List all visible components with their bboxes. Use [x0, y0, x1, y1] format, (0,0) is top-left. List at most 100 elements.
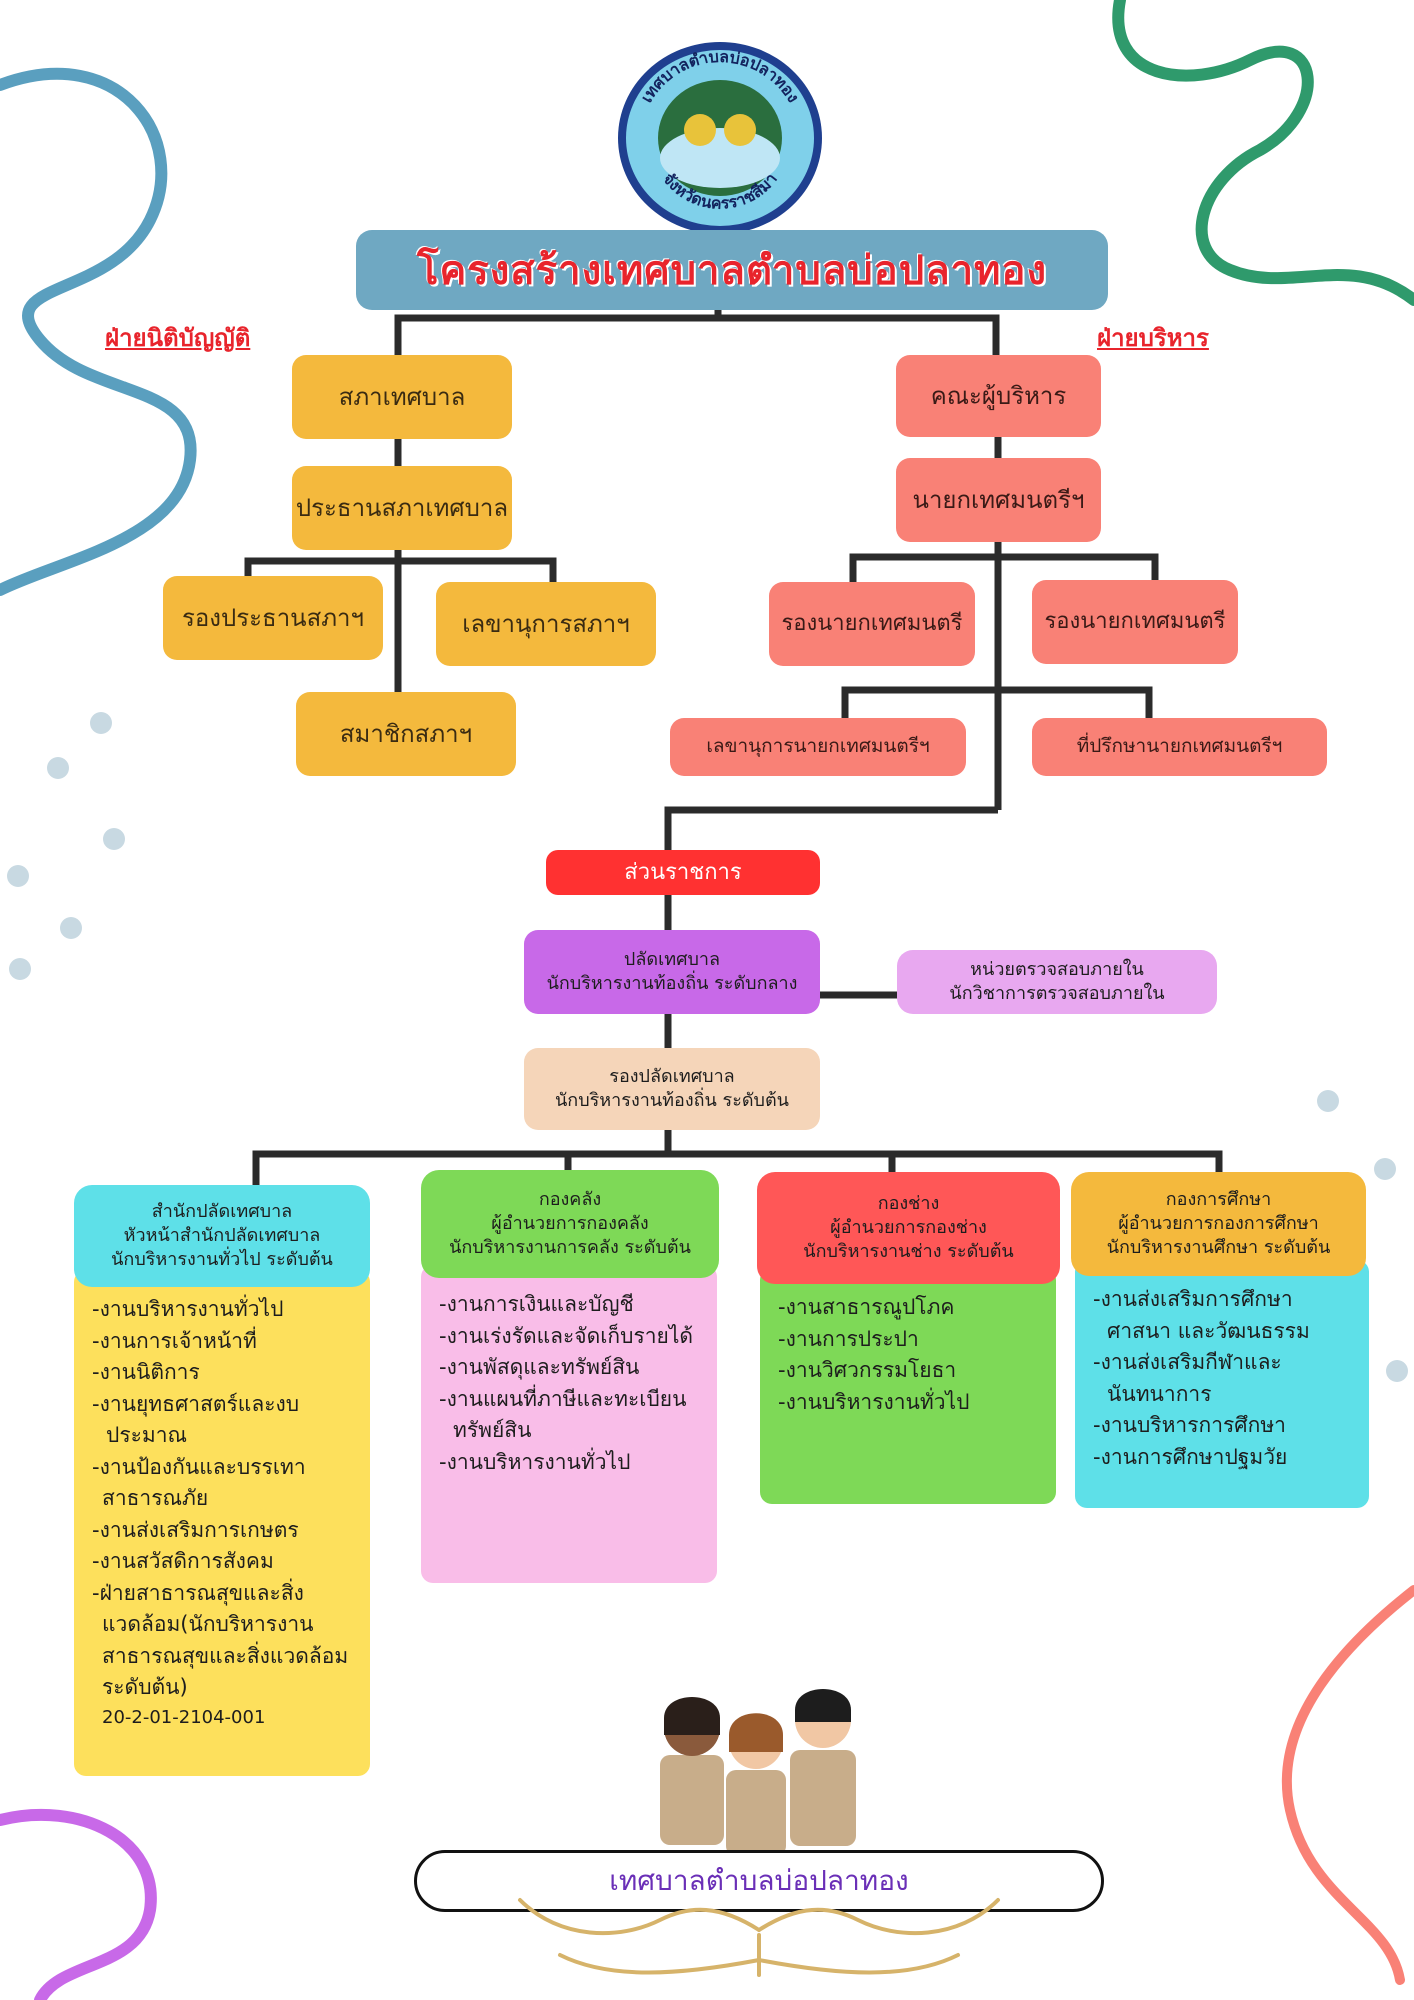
- council-chair-box: ประธานสภาเทศบาล: [292, 466, 512, 550]
- task-item: -งานพัสดุและทรัพย์สิน: [439, 1355, 640, 1379]
- staff-person-middle: [726, 1713, 786, 1856]
- task-item: ศาสนา และวัฒนธรรม: [1107, 1318, 1310, 1343]
- dept-1-head-title: หัวหน้าสำนักปลัดเทศบาล: [123, 1224, 321, 1246]
- mayor-advisor-box: ที่ปรึกษานายกเทศมนตรีฯ: [1032, 718, 1327, 776]
- executive-board-box: คณะผู้บริหาร: [896, 355, 1101, 437]
- mayor-secretary-box: เลขานุการนายกเทศมนตรีฯ: [670, 718, 966, 776]
- task-item: -งานบริหารงานทั่วไป: [439, 1449, 631, 1474]
- task-item: 20-2-01-2104-001: [102, 1706, 266, 1728]
- dept-2-name: กองคลัง: [538, 1188, 602, 1210]
- executive-board-label: คณะผู้บริหาร: [930, 381, 1067, 410]
- dept-2-head-title: ผู้อำนวยการกองคลัง: [491, 1212, 649, 1234]
- dept-4-name: กองการศึกษา: [1165, 1188, 1272, 1210]
- mayor-secretary-label: เลขานุการนายกเทศมนตรีฯ: [706, 735, 930, 758]
- task-item: -งานการศึกษาปฐมวัย: [1093, 1444, 1288, 1469]
- staff-person-left: [660, 1697, 724, 1845]
- task-item: -งานบริหารการศึกษา: [1093, 1413, 1286, 1437]
- footer-banner: เทศบาลตำบลบ่อปลาทอง: [414, 1850, 1104, 1912]
- task-item: -งานบริหารงานทั่วไป: [778, 1389, 970, 1414]
- decor-dot: [1317, 1090, 1339, 1112]
- task-item: ทรัพย์สิน: [453, 1418, 532, 1442]
- dept-1-tasks: -งานบริหารงานทั่วไป -งานการเจ้าหน้าที่ -…: [74, 1270, 370, 1776]
- deputy-mayor-2-box: รองนายกเทศมนตรี: [1032, 580, 1238, 664]
- vice-chair-box: รองประธานสภาฯ: [163, 576, 383, 660]
- decor-dot: [9, 958, 31, 980]
- task-item: -งานการประปา: [778, 1326, 919, 1351]
- task-item: ประมาณ: [106, 1423, 188, 1447]
- dept-4-head-title: ผู้อำนวยการกองการศึกษา: [1118, 1212, 1319, 1234]
- deputy-mayor-1-label: รองนายกเทศมนตรี: [781, 611, 963, 637]
- dept-4-tasks: -งานส่งเสริมการศึกษา ศาสนา และวัฒนธรรม -…: [1075, 1260, 1369, 1508]
- task-item: -ฝ่ายสาธารณสุขและสิ่ง: [92, 1580, 304, 1605]
- page-title: โครงสร้างเทศบาลตำบลบ่อปลาทอง: [417, 247, 1047, 294]
- council-box: สภาเทศบาล: [292, 355, 512, 439]
- task-item: -งานป้องกันและบรรเทา: [92, 1454, 306, 1479]
- staff-person-right: [790, 1689, 856, 1846]
- deputy-mayor-2-label: รองนายกเทศมนตรี: [1044, 609, 1226, 635]
- task-item: -งานส่งเสริมการเกษตร: [92, 1517, 299, 1542]
- municipal-clerk-rank: นักบริหารงานท้องถิ่น ระดับกลาง: [546, 973, 798, 994]
- footer-text: เทศบาลตำบลบ่อปลาทอง: [609, 1864, 909, 1897]
- council-chair-label: ประธานสภาเทศบาล: [295, 493, 509, 522]
- council-label: สภาเทศบาล: [338, 382, 466, 411]
- task-item: -งานส่งเสริมการศึกษา: [1093, 1287, 1293, 1311]
- decor-dot: [7, 865, 29, 887]
- title-banner: โครงสร้างเทศบาลตำบลบ่อปลาทอง: [356, 230, 1108, 310]
- government-section-label: ส่วนราชการ: [624, 859, 742, 885]
- dept-1-name: สำนักปลัดเทศบาล: [151, 1200, 293, 1222]
- dept-4-head-rank: นักบริหารงานศึกษา ระดับต้น: [1106, 1237, 1331, 1259]
- vice-chair-label: รองประธานสภาฯ: [182, 603, 364, 632]
- task-item: -งานสวัสดิการสังคม: [92, 1549, 274, 1573]
- decor-dot: [47, 757, 69, 779]
- internal-audit-box: หน่วยตรวจสอบภายใน นักวิชาการตรวจสอบภายใน: [897, 950, 1217, 1014]
- decor-dot: [60, 917, 82, 939]
- purple-swirl-decoration: [0, 1808, 157, 2000]
- salmon-swirl-decoration: [1281, 1585, 1414, 1985]
- municipal-clerk-title: ปลัดเทศบาล: [623, 948, 721, 970]
- legislative-label: ฝ่ายนิติบัญญัติ: [105, 323, 251, 352]
- deputy-mayor-1-box: รองนายกเทศมนตรี: [769, 582, 975, 666]
- internal-audit-title: หน่วยตรวจสอบภายใน: [970, 958, 1144, 980]
- council-secretary-box: เลขานุการสภาฯ: [436, 582, 656, 666]
- task-item: -งานแผนที่ภาษีและทะเบียน: [439, 1386, 687, 1411]
- dept-3-header: กองช่าง ผู้อำนวยการกองช่าง นักบริหารงานช…: [757, 1172, 1060, 1284]
- dept-3-name: กองช่าง: [877, 1192, 940, 1214]
- task-item: -งานการเจ้าหน้าที่: [92, 1328, 257, 1353]
- task-item: แวดล้อม(นักบริหารงาน: [102, 1612, 314, 1636]
- executive-label: ฝ่ายบริหาร: [1097, 323, 1209, 352]
- council-secretary-label: เลขานุการสภาฯ: [462, 609, 630, 638]
- council-members-box: สมาชิกสภาฯ: [296, 692, 516, 776]
- task-item: -งานยุทธศาสตร์และงบ: [92, 1391, 300, 1416]
- deputy-clerk-box: รองปลัดเทศบาล นักบริหารงานท้องถิ่น ระดับ…: [524, 1048, 820, 1130]
- task-item: นันทนาการ: [1107, 1381, 1212, 1406]
- mayor-box: นายกเทศมนตรีฯ: [896, 458, 1101, 542]
- dept-2-head-rank: นักบริหารงานการคลัง ระดับต้น: [449, 1237, 691, 1259]
- deputy-clerk-title: รองปลัดเทศบาล: [609, 1065, 735, 1087]
- dept-3-head-rank: นักบริหารงานช่าง ระดับต้น: [803, 1241, 1014, 1263]
- task-item: สาธารณสุขและสิ่งแวดล้อม: [102, 1643, 349, 1668]
- decor-dot: [1386, 1360, 1408, 1382]
- task-item: -งานนิติการ: [92, 1360, 200, 1384]
- blue-swirl-decoration: [0, 67, 197, 596]
- decor-dot: [1374, 1158, 1396, 1180]
- government-section-box: ส่วนราชการ: [546, 850, 820, 895]
- council-members-label: สมาชิกสภาฯ: [339, 719, 473, 748]
- dept-3-head-title: ผู้อำนวยการกองช่าง: [830, 1216, 987, 1238]
- decor-dot: [90, 712, 112, 734]
- deputy-clerk-rank: นักบริหารงานท้องถิ่น ระดับต้น: [555, 1090, 789, 1111]
- task-item: -งานสาธารณูปโภค: [778, 1295, 955, 1319]
- task-item: -งานบริหารงานทั่วไป: [92, 1297, 284, 1321]
- dept-2-tasks: -งานการเงินและบัญชี -งานเร่งรัดและจัดเก็…: [421, 1265, 717, 1583]
- mayor-label: นายกเทศมนตรีฯ: [912, 485, 1085, 514]
- decor-dot: [103, 828, 125, 850]
- dept-3-tasks: -งานสาธารณูปโภค -งานการประปา -งานวิศวกรร…: [760, 1268, 1056, 1504]
- mayor-advisor-label: ที่ปรึกษานายกเทศมนตรีฯ: [1076, 735, 1283, 758]
- municipal-clerk-box: ปลัดเทศบาล นักบริหารงานท้องถิ่น ระดับกลา…: [524, 930, 820, 1014]
- task-item: สาธารณภัย: [102, 1486, 209, 1510]
- task-item: -งานการเงินและบัญชี: [439, 1292, 634, 1316]
- internal-audit-rank: นักวิชาการตรวจสอบภายใน: [949, 983, 1165, 1004]
- task-item: -งานเร่งรัดและจัดเก็บรายได้: [439, 1323, 694, 1348]
